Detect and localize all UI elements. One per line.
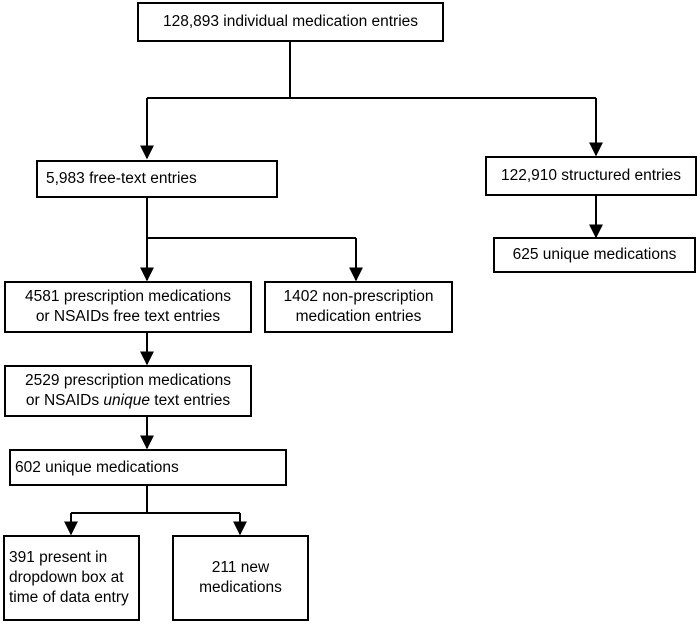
- box-rx-unique-text: 2529 prescription medications or NSAIDs …: [4, 365, 252, 417]
- box-unique-structured: 625 unique medications: [493, 237, 696, 273]
- box-rx-unique-line2-c: text entries: [149, 392, 231, 409]
- box-present-dropdown: 391 present in dropdown box at time of d…: [3, 535, 140, 621]
- box-new-label: 211 new medications: [199, 558, 282, 598]
- box-rx-unique-line2-a: or NSAIDs: [25, 392, 104, 409]
- box-rx-unique-line1: 2529 prescription medications: [25, 372, 231, 389]
- box-structured-entries: 122,910 structured entries: [485, 156, 697, 196]
- box-nonrx-line2: medication entries: [295, 308, 422, 325]
- box-new-line2: medications: [199, 579, 282, 596]
- box-nonrx-entries: 1402 non-prescription medication entries: [264, 281, 453, 333]
- box-rx-free-text: 4581 prescription medications or NSAIDs …: [4, 281, 252, 333]
- box-free-text-label: 5,983 free-text entries: [46, 170, 197, 187]
- box-rx-unique-line2-b: unique: [103, 392, 150, 409]
- box-nonrx-label: 1402 non-prescription medication entries: [284, 287, 434, 327]
- box-rx-unique-label: 2529 prescription medications or NSAIDs …: [25, 371, 231, 411]
- box-new-line1: 211 new: [211, 559, 270, 576]
- box-new-medications: 211 new medications: [172, 535, 309, 621]
- box-structured-label: 122,910 structured entries: [500, 167, 682, 184]
- box-present-line2: dropdown box at: [9, 569, 124, 586]
- box-602-label: 602 unique medications: [15, 458, 179, 476]
- box-rx-free-label: 4581 prescription medications or NSAIDs …: [25, 287, 231, 327]
- box-present-line1: 391 present in: [9, 549, 108, 566]
- box-total-entries: 128,893 individual medication entries: [137, 2, 444, 42]
- box-nonrx-line1: 1402 non-prescription: [283, 288, 434, 305]
- box-unique-structured-label: 625 unique medications: [512, 246, 677, 263]
- box-rx-free-line2: or NSAIDs free text entries: [35, 308, 221, 325]
- box-602-unique: 602 unique medications: [9, 449, 287, 486]
- box-present-label: 391 present in dropdown box at time of d…: [9, 548, 129, 608]
- box-free-text-entries: 5,983 free-text entries: [36, 160, 278, 198]
- box-total-label: 128,893 individual medication entries: [162, 13, 419, 30]
- box-rx-free-line1: 4581 prescription medications: [25, 288, 231, 305]
- box-present-line3: time of data entry: [9, 589, 129, 606]
